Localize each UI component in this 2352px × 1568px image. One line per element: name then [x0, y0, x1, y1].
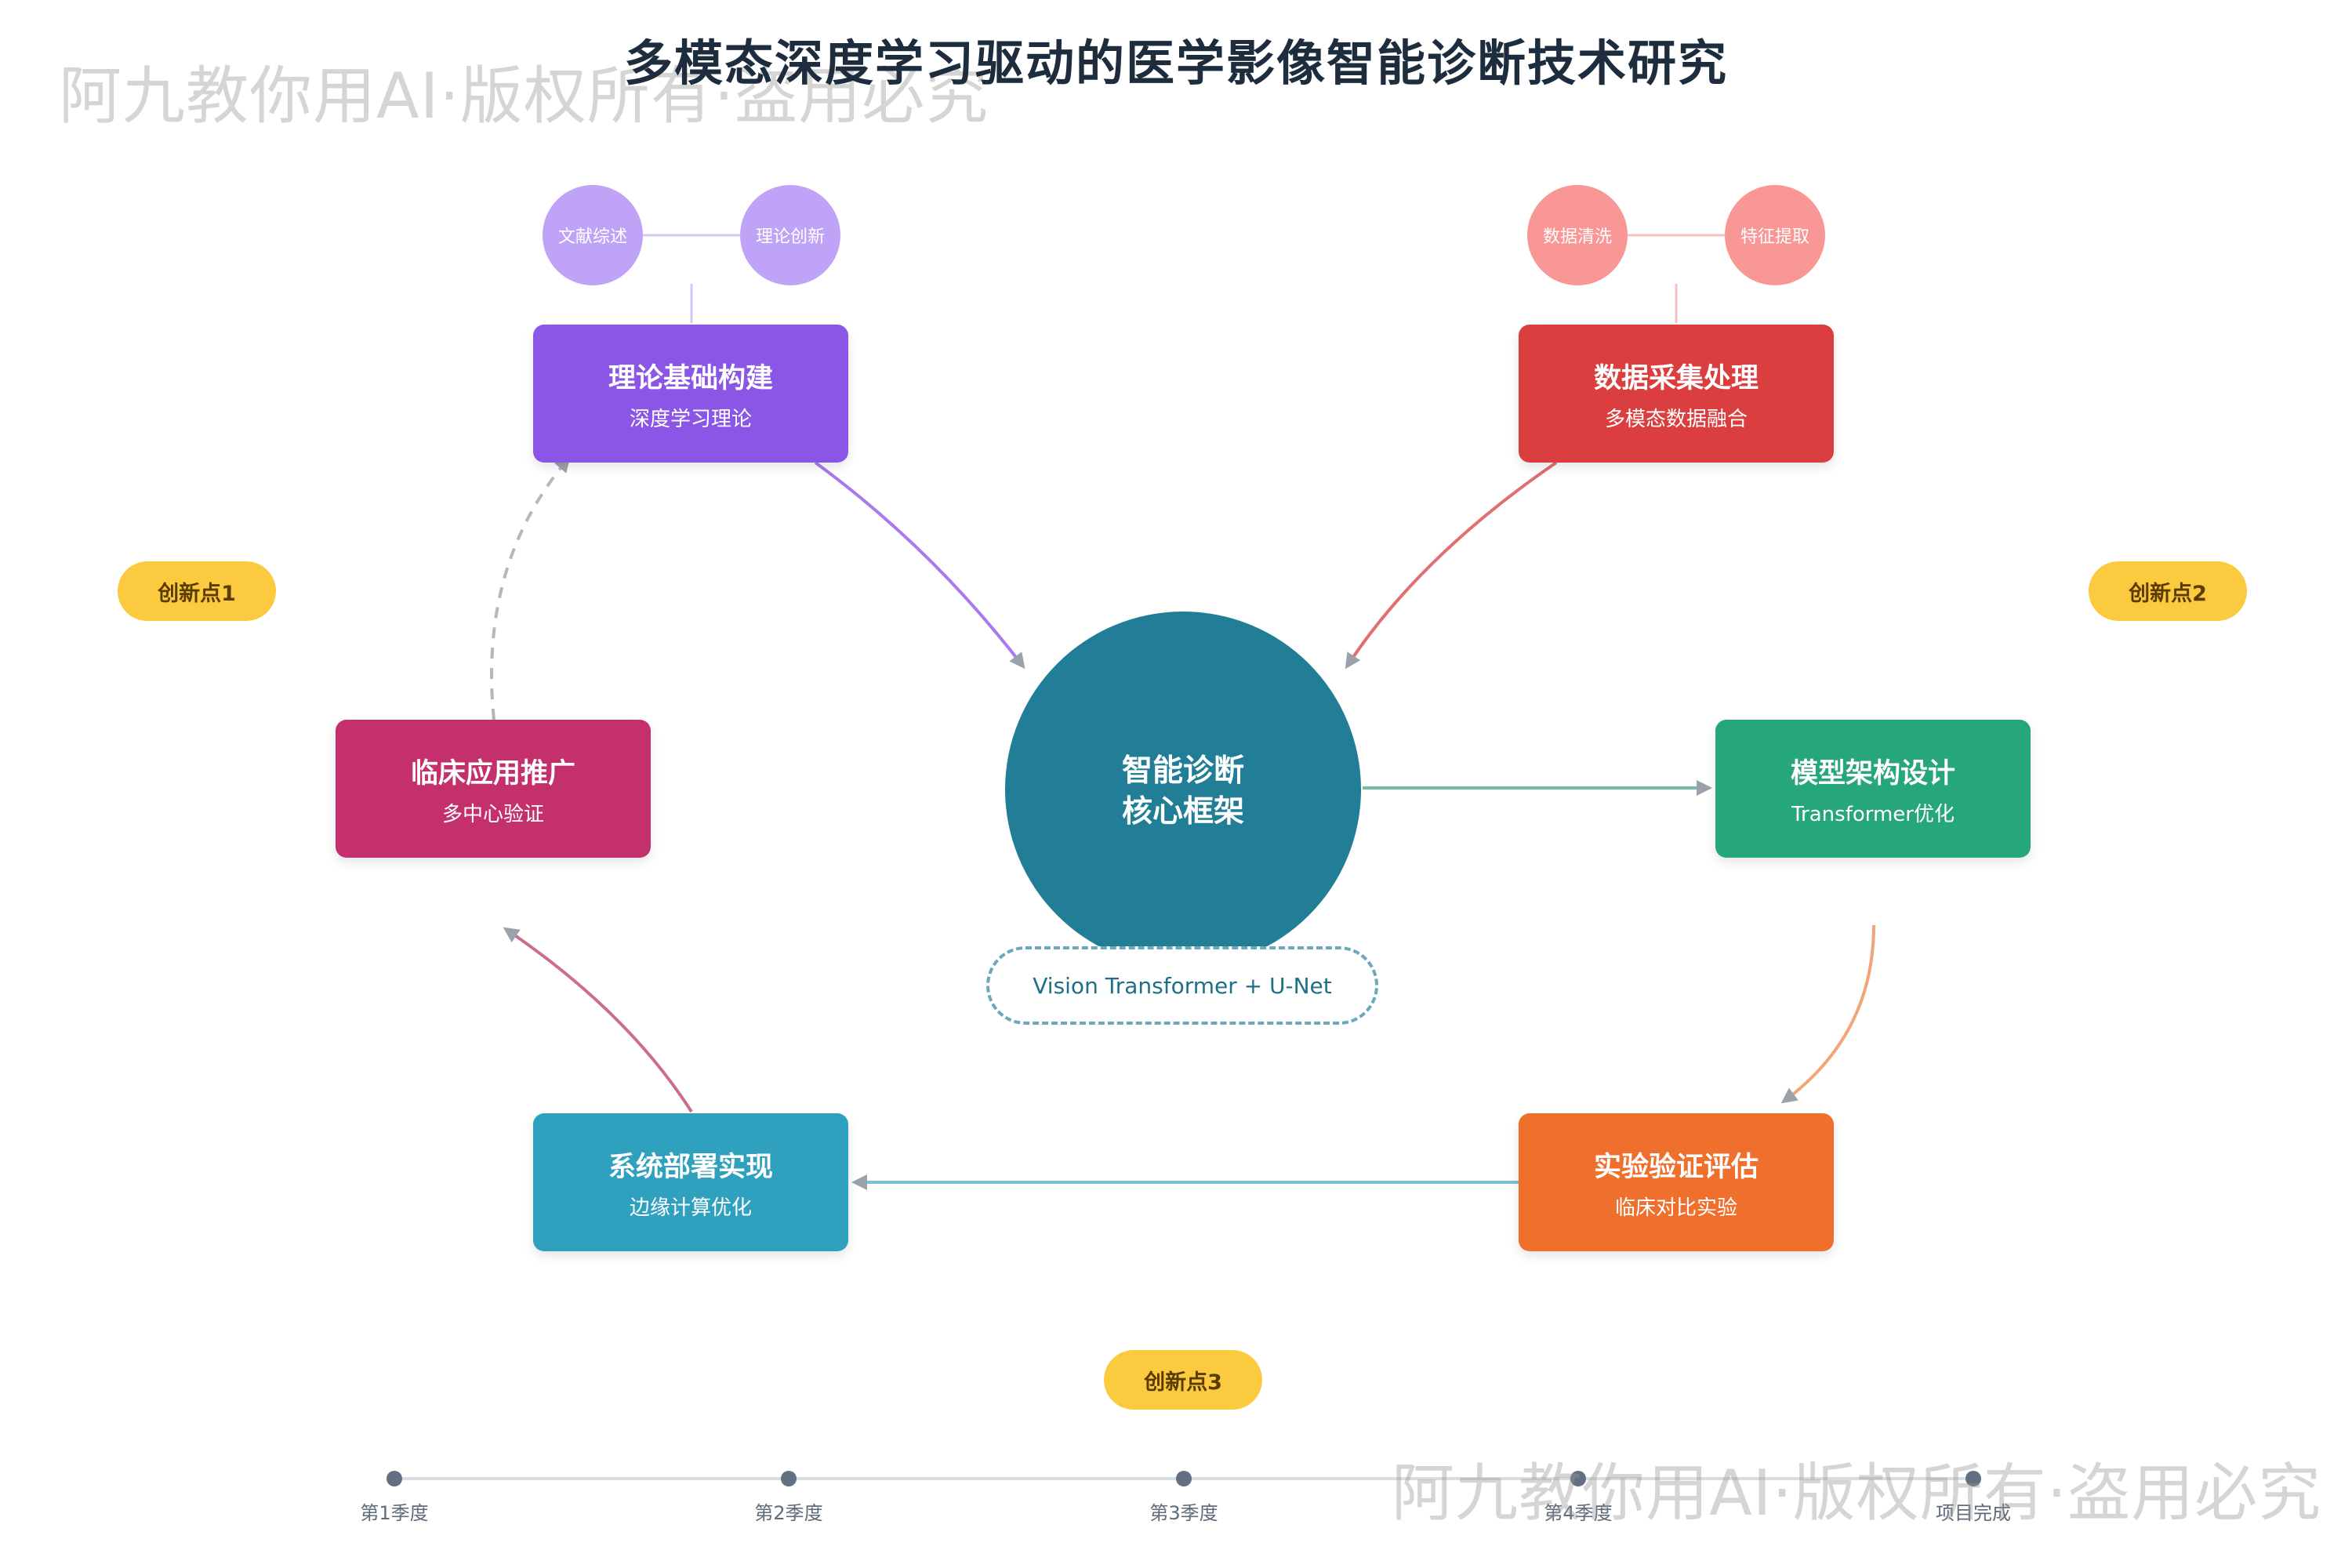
timeline-label-q4: 第4季度 [1544, 1502, 1613, 1524]
node-theory-subtitle: 深度学习理论 [629, 408, 752, 431]
core-tech-tag: Vision Transformer + U-Net [986, 946, 1378, 1025]
timeline-dot-4 [1570, 1471, 1586, 1486]
node-deploy-subtitle: 边缘计算优化 [629, 1196, 752, 1220]
node-experiment-title: 实验验证评估 [1593, 1152, 1759, 1183]
bubble-data-cleaning: 数据清洗 [1527, 185, 1628, 285]
timeline-dot-1 [387, 1471, 402, 1486]
node-experiment-subtitle: 临床对比实验 [1614, 1196, 1737, 1220]
timeline-label-q3: 第3季度 [1149, 1502, 1218, 1524]
node-data-title: 数据采集处理 [1593, 363, 1759, 394]
node-clinical: 临床应用推广 多中心验证 [336, 720, 651, 858]
bubble-literature-review: 文献综述 [543, 185, 643, 285]
node-model: 模型架构设计 Transformer优化 [1715, 720, 2031, 858]
arrow-deploy-to-clinical [503, 927, 693, 1113]
timeline-dot-3 [1176, 1471, 1192, 1486]
innovation-point-1: 创新点1 [118, 561, 276, 621]
innovation-point-3: 创新点3 [1104, 1350, 1262, 1410]
node-experiment: 实验验证评估 临床对比实验 [1519, 1113, 1834, 1251]
timeline-label-complete: 项目完成 [1936, 1502, 2011, 1524]
node-deploy-title: 系统部署实现 [608, 1152, 773, 1183]
node-model-subtitle: Transformer优化 [1791, 803, 1955, 826]
bubble-feature-extraction: 特征提取 [1725, 185, 1825, 285]
core-line-2: 核心框架 [1121, 794, 1244, 829]
arrow-clinical-to-theory [490, 456, 571, 720]
node-theory-title: 理论基础构建 [608, 363, 773, 394]
arrow-data-to-core [1345, 461, 1558, 670]
core-framework-circle: 智能诊断 核心框架 [1005, 612, 1361, 967]
timeline-dot-2 [781, 1471, 797, 1486]
node-data-subtitle: 多模态数据融合 [1604, 408, 1748, 431]
page-title: 多模态深度学习驱动的医学影像智能诊断技术研究 [623, 34, 1728, 92]
timeline-dot-5 [1965, 1471, 1981, 1486]
innovation-point-2: 创新点2 [2089, 561, 2247, 621]
node-clinical-subtitle: 多中心验证 [441, 803, 544, 826]
timeline-label-q1: 第1季度 [360, 1502, 429, 1524]
bubble-theory-innovation: 理论创新 [740, 185, 840, 285]
core-line-1: 智能诊断 [1121, 753, 1244, 789]
node-deploy: 系统部署实现 边缘计算优化 [533, 1113, 848, 1251]
arrow-model-to-experiment [1780, 924, 1875, 1104]
node-data: 数据采集处理 多模态数据融合 [1519, 325, 1834, 463]
arrow-theory-to-core [814, 461, 1025, 670]
node-clinical-title: 临床应用推广 [410, 758, 575, 789]
timeline-label-q2: 第2季度 [754, 1502, 823, 1524]
node-model-title: 模型架构设计 [1790, 758, 1955, 789]
node-theory: 理论基础构建 深度学习理论 [533, 325, 848, 463]
